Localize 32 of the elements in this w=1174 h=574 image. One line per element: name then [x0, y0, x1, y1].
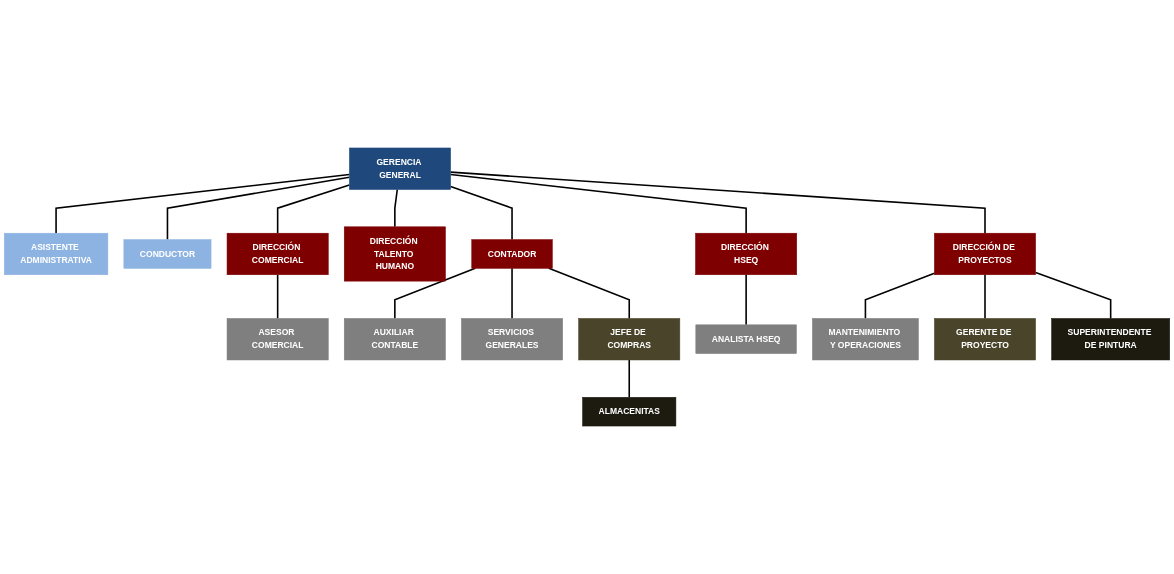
connector	[984, 273, 986, 320]
connector	[449, 171, 986, 234]
connector	[548, 267, 631, 320]
connector	[1034, 271, 1112, 320]
connector	[864, 272, 936, 320]
connector	[55, 173, 351, 234]
node-box: MANTENIMIENTO Y OPERACIONES	[812, 318, 919, 361]
connector	[449, 173, 747, 234]
node-box: SERVICIOS GENERALES	[461, 318, 563, 361]
node-box: JEFE DE COMPRAS	[578, 318, 681, 361]
node-box: DIRECCIÓN COMERCIAL	[226, 232, 329, 275]
connector	[394, 188, 399, 228]
node-box: ANALISTA HSEQ	[695, 324, 797, 354]
connector	[628, 359, 631, 399]
node-box: DIRECCIÓN DE PROYECTOS	[934, 232, 1036, 275]
connector	[166, 176, 351, 241]
node-box: SUPERINTENDENTE DE PINTURA	[1051, 318, 1170, 361]
connector	[511, 267, 513, 320]
node-box: CONDUCTOR	[123, 239, 212, 269]
connector	[745, 273, 747, 326]
node-box: ALMACENITAS	[582, 397, 677, 427]
node-box: GERENCIA GENERAL	[349, 147, 451, 190]
node-box: ASESOR COMERCIAL	[226, 318, 329, 361]
node-box: GERENTE DE PROYECTO	[934, 318, 1036, 361]
node-box: DIRECCIÓN HSEQ	[695, 232, 797, 275]
connector	[449, 185, 513, 241]
node-box: ASISTENTE ADMINISTRATIVA	[4, 232, 109, 275]
node-box: CONTADOR	[471, 239, 553, 269]
node-box: AUXILIAR CONTABLE	[343, 318, 446, 361]
node-box: DIRECCIÓN TALENTO HUMANO	[343, 226, 446, 282]
connector	[276, 273, 279, 320]
connector	[276, 184, 351, 234]
